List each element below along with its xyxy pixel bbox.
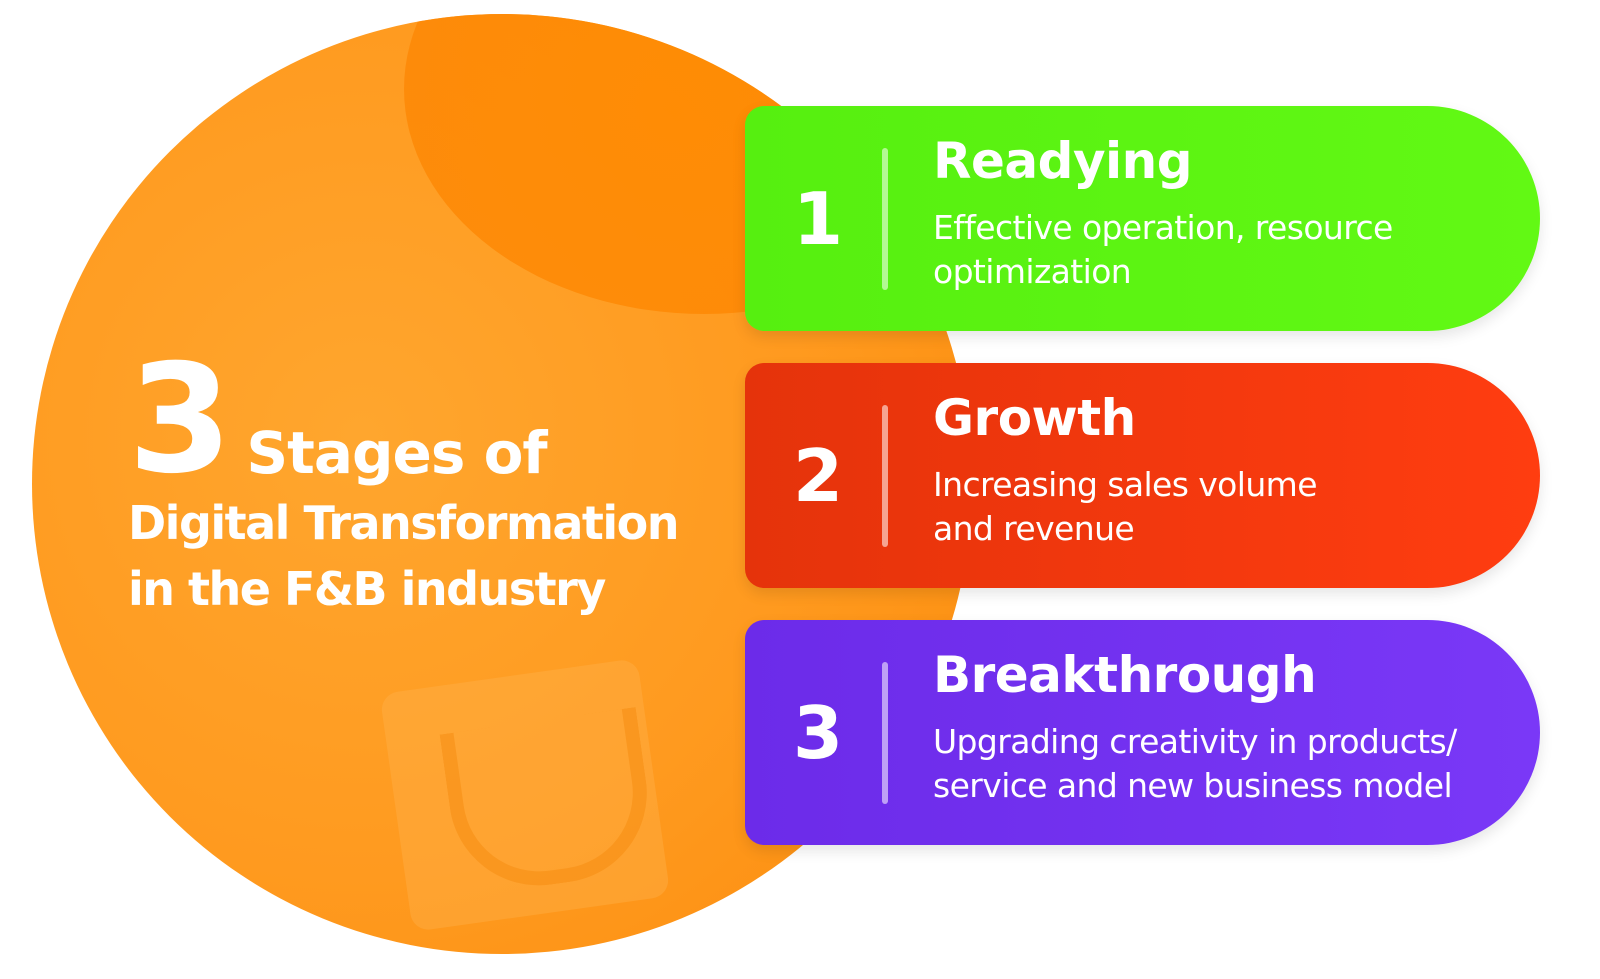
stage-card-growth: 2 Growth Increasing sales volume and rev…	[745, 363, 1540, 588]
stage-title: Breakthrough	[933, 646, 1317, 704]
stage-divider	[882, 405, 888, 547]
stage-number: 1	[792, 176, 844, 261]
headline-row-1: 3 Stages of	[128, 333, 748, 507]
stage-divider	[882, 148, 888, 290]
headline: 3 Stages of Digital Transformation in th…	[128, 340, 748, 622]
headline-big-number: 3	[128, 333, 232, 507]
stage-title: Readying	[933, 132, 1193, 190]
stage-number: 2	[792, 433, 844, 518]
stage-description: Upgrading creativity in products/ servic…	[933, 722, 1457, 805]
headline-line-2: Digital Transformation	[128, 496, 680, 550]
stage-card-breakthrough: 3 Breakthrough Upgrading creativity in p…	[745, 620, 1540, 845]
stage-card-readying: 1 Readying Effective operation, resource…	[745, 106, 1540, 331]
stage-description: Effective operation, resource optimizati…	[933, 208, 1393, 291]
stage-title: Growth	[933, 389, 1136, 447]
stage-divider	[882, 662, 888, 804]
stage-number: 3	[792, 690, 844, 775]
headline-line-3: in the F&B industry	[128, 562, 606, 616]
headline-stages-of: Stages of	[246, 419, 547, 487]
stage-description: Increasing sales volume and revenue	[933, 465, 1318, 548]
